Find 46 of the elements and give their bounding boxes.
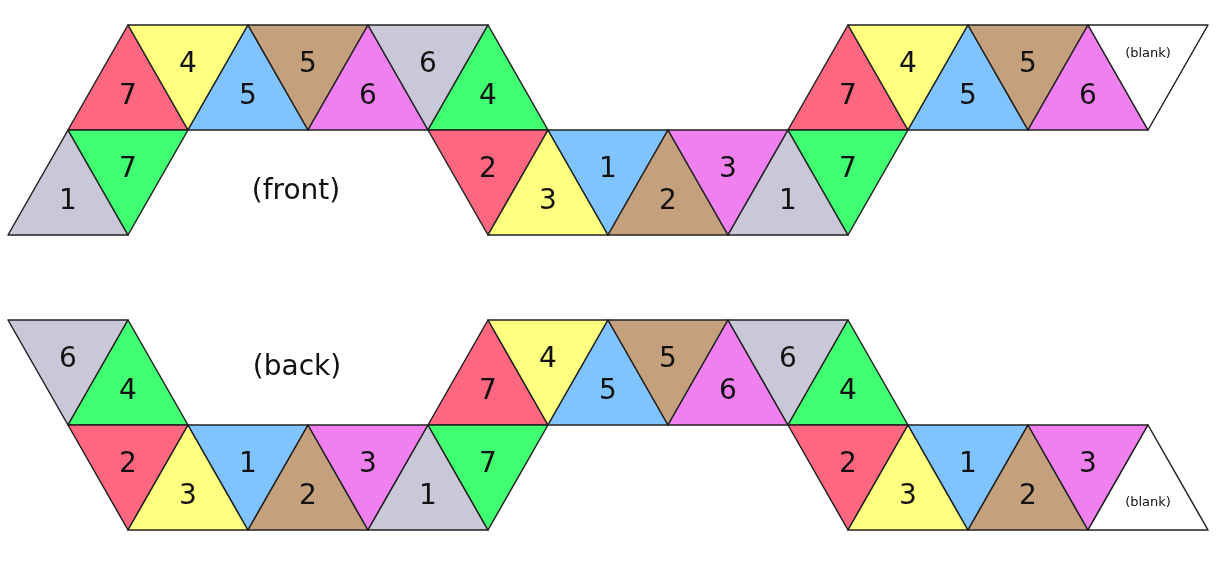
face-number: 4: [839, 376, 857, 405]
face-number: 5: [959, 81, 977, 110]
face-number: 7: [839, 81, 857, 110]
face-number: 1: [239, 448, 257, 477]
face-number: 3: [1079, 448, 1097, 477]
face-number: 2: [479, 153, 497, 182]
face-number: 7: [479, 448, 497, 477]
face-number: 5: [659, 343, 677, 372]
face-number: 6: [359, 81, 377, 110]
face-number: 5: [599, 376, 617, 405]
face-number: 7: [119, 153, 137, 182]
face-number: 2: [839, 448, 857, 477]
face-number: 7: [839, 153, 857, 182]
face-number: 1: [59, 186, 77, 215]
face-number: 2: [1019, 481, 1037, 510]
face-number: 5: [1019, 48, 1037, 77]
side-label: (front): [251, 176, 341, 204]
face-number: 7: [479, 376, 497, 405]
face-number: 3: [359, 448, 377, 477]
face-number: 3: [539, 186, 557, 215]
face-number: (blank): [1125, 45, 1171, 59]
face-number: 4: [899, 48, 917, 77]
side-label: (back): [252, 352, 342, 380]
face-number: 4: [179, 48, 197, 77]
face-number: 1: [779, 186, 797, 215]
face-number: 5: [239, 81, 257, 110]
face-number: 1: [419, 481, 437, 510]
face-number: 1: [959, 448, 977, 477]
face-number: 4: [479, 81, 497, 110]
face-number: 2: [659, 186, 677, 215]
face-number: 3: [719, 153, 737, 182]
face-number: 4: [539, 343, 557, 372]
face-number: 6: [779, 343, 797, 372]
face-number: 6: [1079, 81, 1097, 110]
face-number: 1: [599, 153, 617, 182]
face-number: 2: [299, 481, 317, 510]
face-number: 4: [119, 376, 137, 405]
face-number: 3: [179, 481, 197, 510]
face-number: 6: [719, 376, 737, 405]
face-number: (blank): [1125, 494, 1171, 508]
face-number: 6: [59, 343, 77, 372]
face-number: 2: [119, 448, 137, 477]
face-number: 5: [299, 48, 317, 77]
face-number: 7: [119, 81, 137, 110]
face-number: 6: [419, 48, 437, 77]
face-number: 3: [899, 481, 917, 510]
